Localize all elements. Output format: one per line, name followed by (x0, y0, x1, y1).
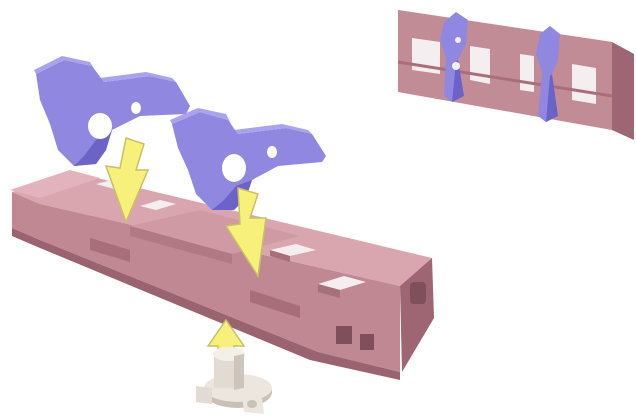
knob-stem-shade (234, 354, 244, 390)
lever-part-icon (34, 56, 190, 166)
frame-end-port (410, 282, 426, 304)
preview-slot (520, 54, 534, 92)
lever-left-hole-large (88, 113, 112, 139)
rotary-knob-icon (196, 347, 272, 414)
lever-left-body (36, 60, 190, 166)
preview-lever-hole (455, 37, 461, 43)
preview-slot (572, 64, 596, 104)
frame-end-port-inner (360, 334, 374, 350)
preview-frame-side (612, 42, 634, 140)
assembled-preview (398, 10, 634, 140)
lever-left-hole-small (131, 102, 141, 114)
frame-end-port-inner (336, 326, 352, 344)
preview-lever-hole (452, 62, 460, 70)
lever-center-hole-large (222, 154, 246, 182)
lever-center-hole-small (267, 146, 277, 158)
knob-hole (247, 400, 257, 408)
preview-slot (470, 46, 490, 84)
knob-tab (196, 386, 212, 404)
